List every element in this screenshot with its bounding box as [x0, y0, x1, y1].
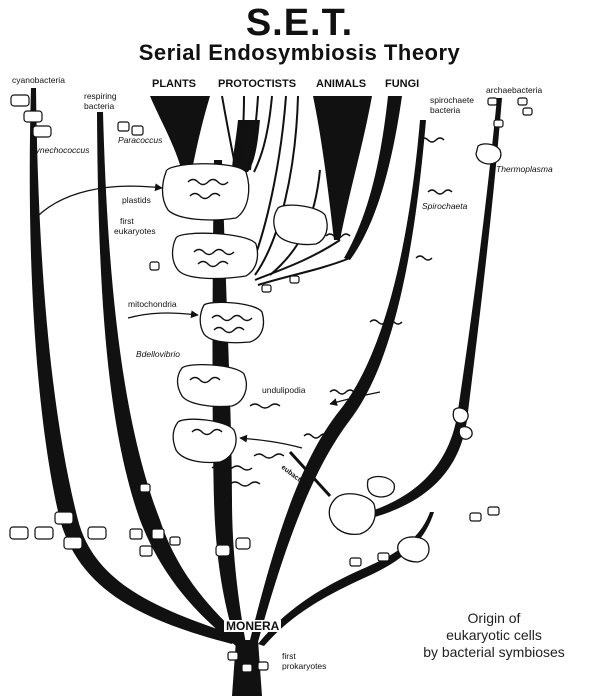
- first-eukaryote-cell: [173, 233, 258, 278]
- label-first: first: [120, 217, 134, 226]
- mitochondria-cell: [200, 302, 263, 342]
- blob-cell: [368, 477, 395, 497]
- label-mitochondria: mitochondria: [128, 300, 177, 309]
- animal-cell: [274, 205, 327, 244]
- bdellovibrio-cell: [178, 365, 247, 407]
- label-respiring: respiring: [84, 92, 117, 101]
- thermo-cell-2: [453, 408, 468, 423]
- plastid-cell: [163, 164, 249, 220]
- label-archaebacteria: archaebacteria: [486, 86, 542, 95]
- label-spirochaete: spirochaete: [430, 96, 474, 105]
- thermo-cell-3: [459, 427, 472, 440]
- kingdom-plants-label: PLANTS: [152, 79, 196, 90]
- label-synechococcus: Synechococcus: [30, 146, 90, 155]
- lower-right-cell: [398, 537, 429, 562]
- kingdom-animals-label: ANIMALS: [316, 79, 366, 90]
- label-respiring-bacteria: bacteria: [84, 102, 114, 111]
- eubacteria-cell: [329, 494, 375, 535]
- label-cyanobacteria: cyanobacteria: [12, 76, 65, 85]
- label-undulipodia: undulipodia: [262, 386, 305, 395]
- label-plastids: plastids: [122, 196, 151, 205]
- kingdom-protoctists-label: PROTOCTISTS: [218, 79, 296, 90]
- kingdom-fungi-label: FUNGI: [385, 79, 419, 90]
- figure-caption: Origin of eukaryotic cells by bacterial …: [392, 610, 596, 661]
- caption-line-1: Origin of: [392, 610, 596, 627]
- label-spirochaete-bacteria: bacteria: [430, 106, 460, 115]
- undulipodia-cell: [173, 419, 236, 462]
- label-bdellovibrio: Bdellovibrio: [136, 350, 180, 359]
- caption-line-3: by bacterial symbioses: [392, 644, 596, 661]
- archaebacteria-cell: [476, 144, 501, 164]
- label-first-prokaryotes: prokaryotes: [282, 662, 326, 671]
- caption-line-2: eukaryotic cells: [392, 627, 596, 644]
- root-label-monera: MONERA: [224, 620, 281, 632]
- label-spirochaeta: Spirochaeta: [422, 202, 467, 211]
- label-first-eukaryotes: eukaryotes: [114, 227, 156, 236]
- label-thermoplasma: Thermoplasma: [496, 165, 553, 174]
- label-first-2: first: [282, 652, 296, 661]
- label-paracoccus: Paracoccus: [118, 136, 162, 145]
